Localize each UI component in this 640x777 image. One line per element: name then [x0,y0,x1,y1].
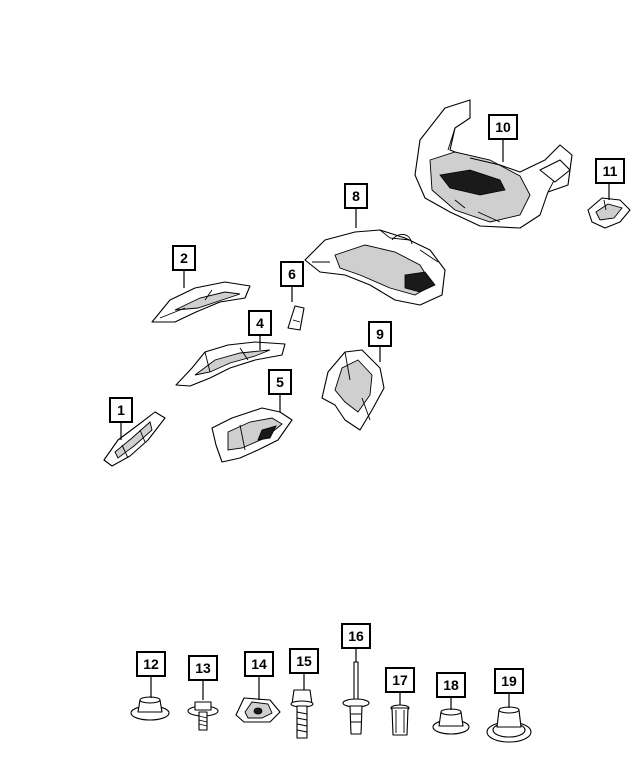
part-16-rivet [342,661,370,735]
callout-15-label: 15 [296,653,312,669]
callout-11: 11 [595,158,625,184]
callout-14-label: 14 [251,656,267,672]
part-17-rivet-nut [390,704,410,736]
callout-5: 5 [268,369,292,395]
callout-5-label: 5 [276,374,284,390]
leader-lines [120,140,610,710]
callout-6-label: 6 [288,266,296,282]
callout-11-label: 11 [603,163,618,179]
callout-1: 1 [109,397,133,423]
callout-13: 13 [188,655,218,681]
callout-12-label: 12 [143,656,159,672]
callout-9-label: 9 [376,326,384,342]
callout-13-label: 13 [195,660,211,676]
callout-4-label: 4 [256,315,264,331]
callout-17: 17 [385,667,415,693]
part-15-hex-bolt [290,689,314,739]
callout-15: 15 [289,648,319,674]
part-19-flange-nut [486,706,532,743]
callout-1-label: 1 [117,402,125,418]
part-11-bracket [587,197,631,229]
part-12-flange-nut [130,696,170,721]
callout-19-label: 19 [501,673,517,689]
callout-2-label: 2 [180,250,188,266]
callout-6: 6 [280,261,304,287]
callout-9: 9 [368,321,392,347]
callout-18-label: 18 [443,677,459,693]
callout-2: 2 [172,245,196,271]
part-6-bracket [287,305,305,331]
callout-19: 19 [494,668,524,694]
callout-8: 8 [344,183,368,209]
part-5-shield [211,407,293,463]
callout-16-label: 16 [348,628,364,644]
callout-4: 4 [248,310,272,336]
callout-8-label: 8 [352,188,360,204]
part-14-u-nut [235,697,281,723]
callout-10: 10 [488,114,518,140]
callout-12: 12 [136,651,166,677]
callout-14: 14 [244,651,274,677]
part-9-shield [321,349,385,431]
callout-18: 18 [436,672,466,698]
part-4-shield [175,341,286,387]
part-10-shield [414,99,573,229]
part-8-center-shield [304,229,446,306]
part-1-bracket [103,411,166,467]
callout-16: 16 [341,623,371,649]
part-18-flange-nut [432,708,470,735]
callout-10-label: 10 [495,119,511,135]
callout-17-label: 17 [392,672,408,688]
part-13-bolt [187,701,219,731]
part-2-shield [151,281,251,323]
